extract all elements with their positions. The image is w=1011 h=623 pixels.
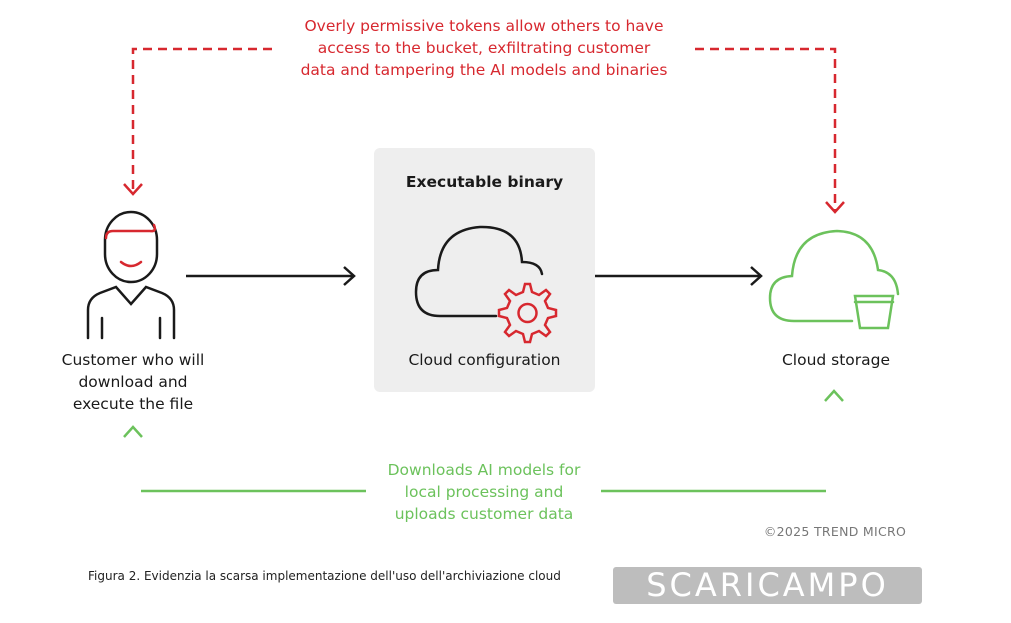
red-dashed-line-right (695, 47, 837, 210)
customer-icon (86, 210, 176, 340)
customer-head (103, 210, 159, 284)
red-dashed-connector (131, 47, 837, 210)
black-flow-arrows (186, 266, 763, 286)
storage-cloud-outline (768, 229, 900, 323)
executable-binary-title: Executable binary (405, 173, 564, 191)
gear-outline (497, 282, 558, 344)
customer-body (86, 285, 176, 340)
green-note: Downloads AI models for local processing… (359, 459, 609, 525)
bucket-icon (853, 294, 895, 330)
arrowhead-config-to-storage (750, 266, 763, 286)
watermark-text: SCARICAMPO (646, 566, 889, 604)
cloud-storage-icon (768, 229, 900, 330)
customer-smile (119, 260, 143, 268)
cloud-storage-label: Cloud storage (781, 351, 891, 369)
gear-hub (517, 302, 538, 324)
green-connector (123, 389, 844, 493)
red-arrowhead-right (825, 201, 845, 214)
copyright-text: ©2025 TREND MICRO (763, 524, 907, 539)
watermark-logo: SCARICAMPO (613, 567, 922, 604)
cloud-outline-black (414, 225, 544, 318)
red-note-line: data and tampering the AI models and bin… (300, 61, 668, 79)
cloud-gear-icon (414, 225, 558, 344)
arrowhead-customer-to-config (343, 266, 356, 286)
cloud-configuration-box (374, 148, 595, 392)
red-dashed-line-left (131, 47, 272, 192)
red-note-line: access to the bucket, exfiltrating custo… (317, 39, 651, 57)
green-note-line: local processing and (404, 483, 564, 501)
customer-visor (104, 223, 157, 240)
gear-icon (497, 282, 558, 344)
red-note-line: Overly permissive tokens allow others to… (304, 17, 664, 35)
customer-label: Customer who will download and execute t… (48, 349, 218, 415)
customer-label-line: download and (78, 373, 188, 391)
customer-label-line: Customer who will (61, 351, 205, 369)
green-arrowhead-left (123, 425, 143, 438)
green-note-line: uploads customer data (394, 505, 574, 523)
customer-label-line: execute the file (72, 395, 194, 413)
cloud-configuration-label: Cloud configuration (408, 351, 561, 369)
red-arrowheads (123, 183, 845, 214)
red-arrowhead-left (123, 183, 143, 196)
red-note: Overly permissive tokens allow others to… (264, 15, 704, 81)
green-note-line: Downloads AI models for (387, 461, 581, 479)
green-arrowhead-right (824, 389, 844, 402)
figure-caption: Figura 2. Evidenzia la scarsa implementa… (88, 569, 561, 583)
